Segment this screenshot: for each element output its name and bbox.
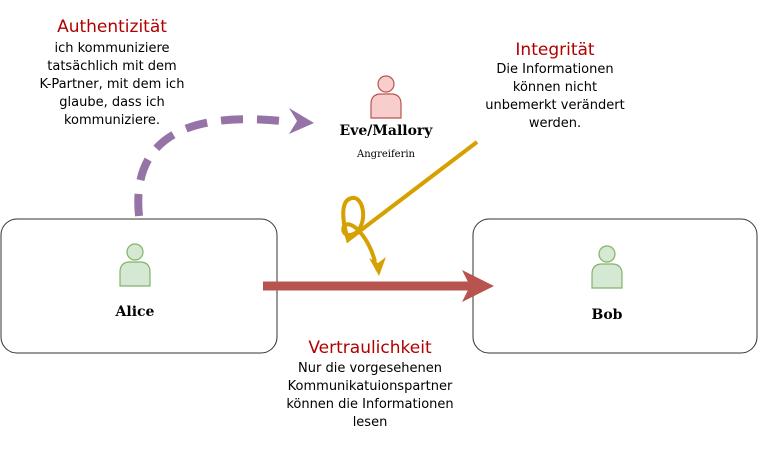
authenticity-title: Authentizität [57, 17, 167, 37]
eve-role-label: Angreiferin [357, 149, 415, 160]
integrity-text: Die Informationen können nicht unbemerkt… [485, 62, 625, 131]
integrity-title: Integrität [515, 40, 595, 60]
integrity-arrow [341, 140, 479, 263]
authenticity-text: ich kommuniziere tatsächlich mit dem K-P… [39, 41, 185, 128]
bob-label: Bob [591, 307, 623, 323]
alice-label: Alice [115, 304, 155, 320]
authenticity-arrow [134, 115, 283, 217]
authenticity-arrowhead [289, 108, 314, 134]
eve-user-icon [370, 75, 402, 119]
eve-label: Eve/Mallory [339, 123, 433, 139]
confidentiality-arrowhead [462, 270, 494, 302]
confidentiality-text: Nur die vorgesehenen Kommunikatuionspart… [286, 361, 454, 430]
confidentiality-title: Vertraulichkeit [308, 338, 432, 358]
integrity-arrowhead [369, 257, 386, 276]
